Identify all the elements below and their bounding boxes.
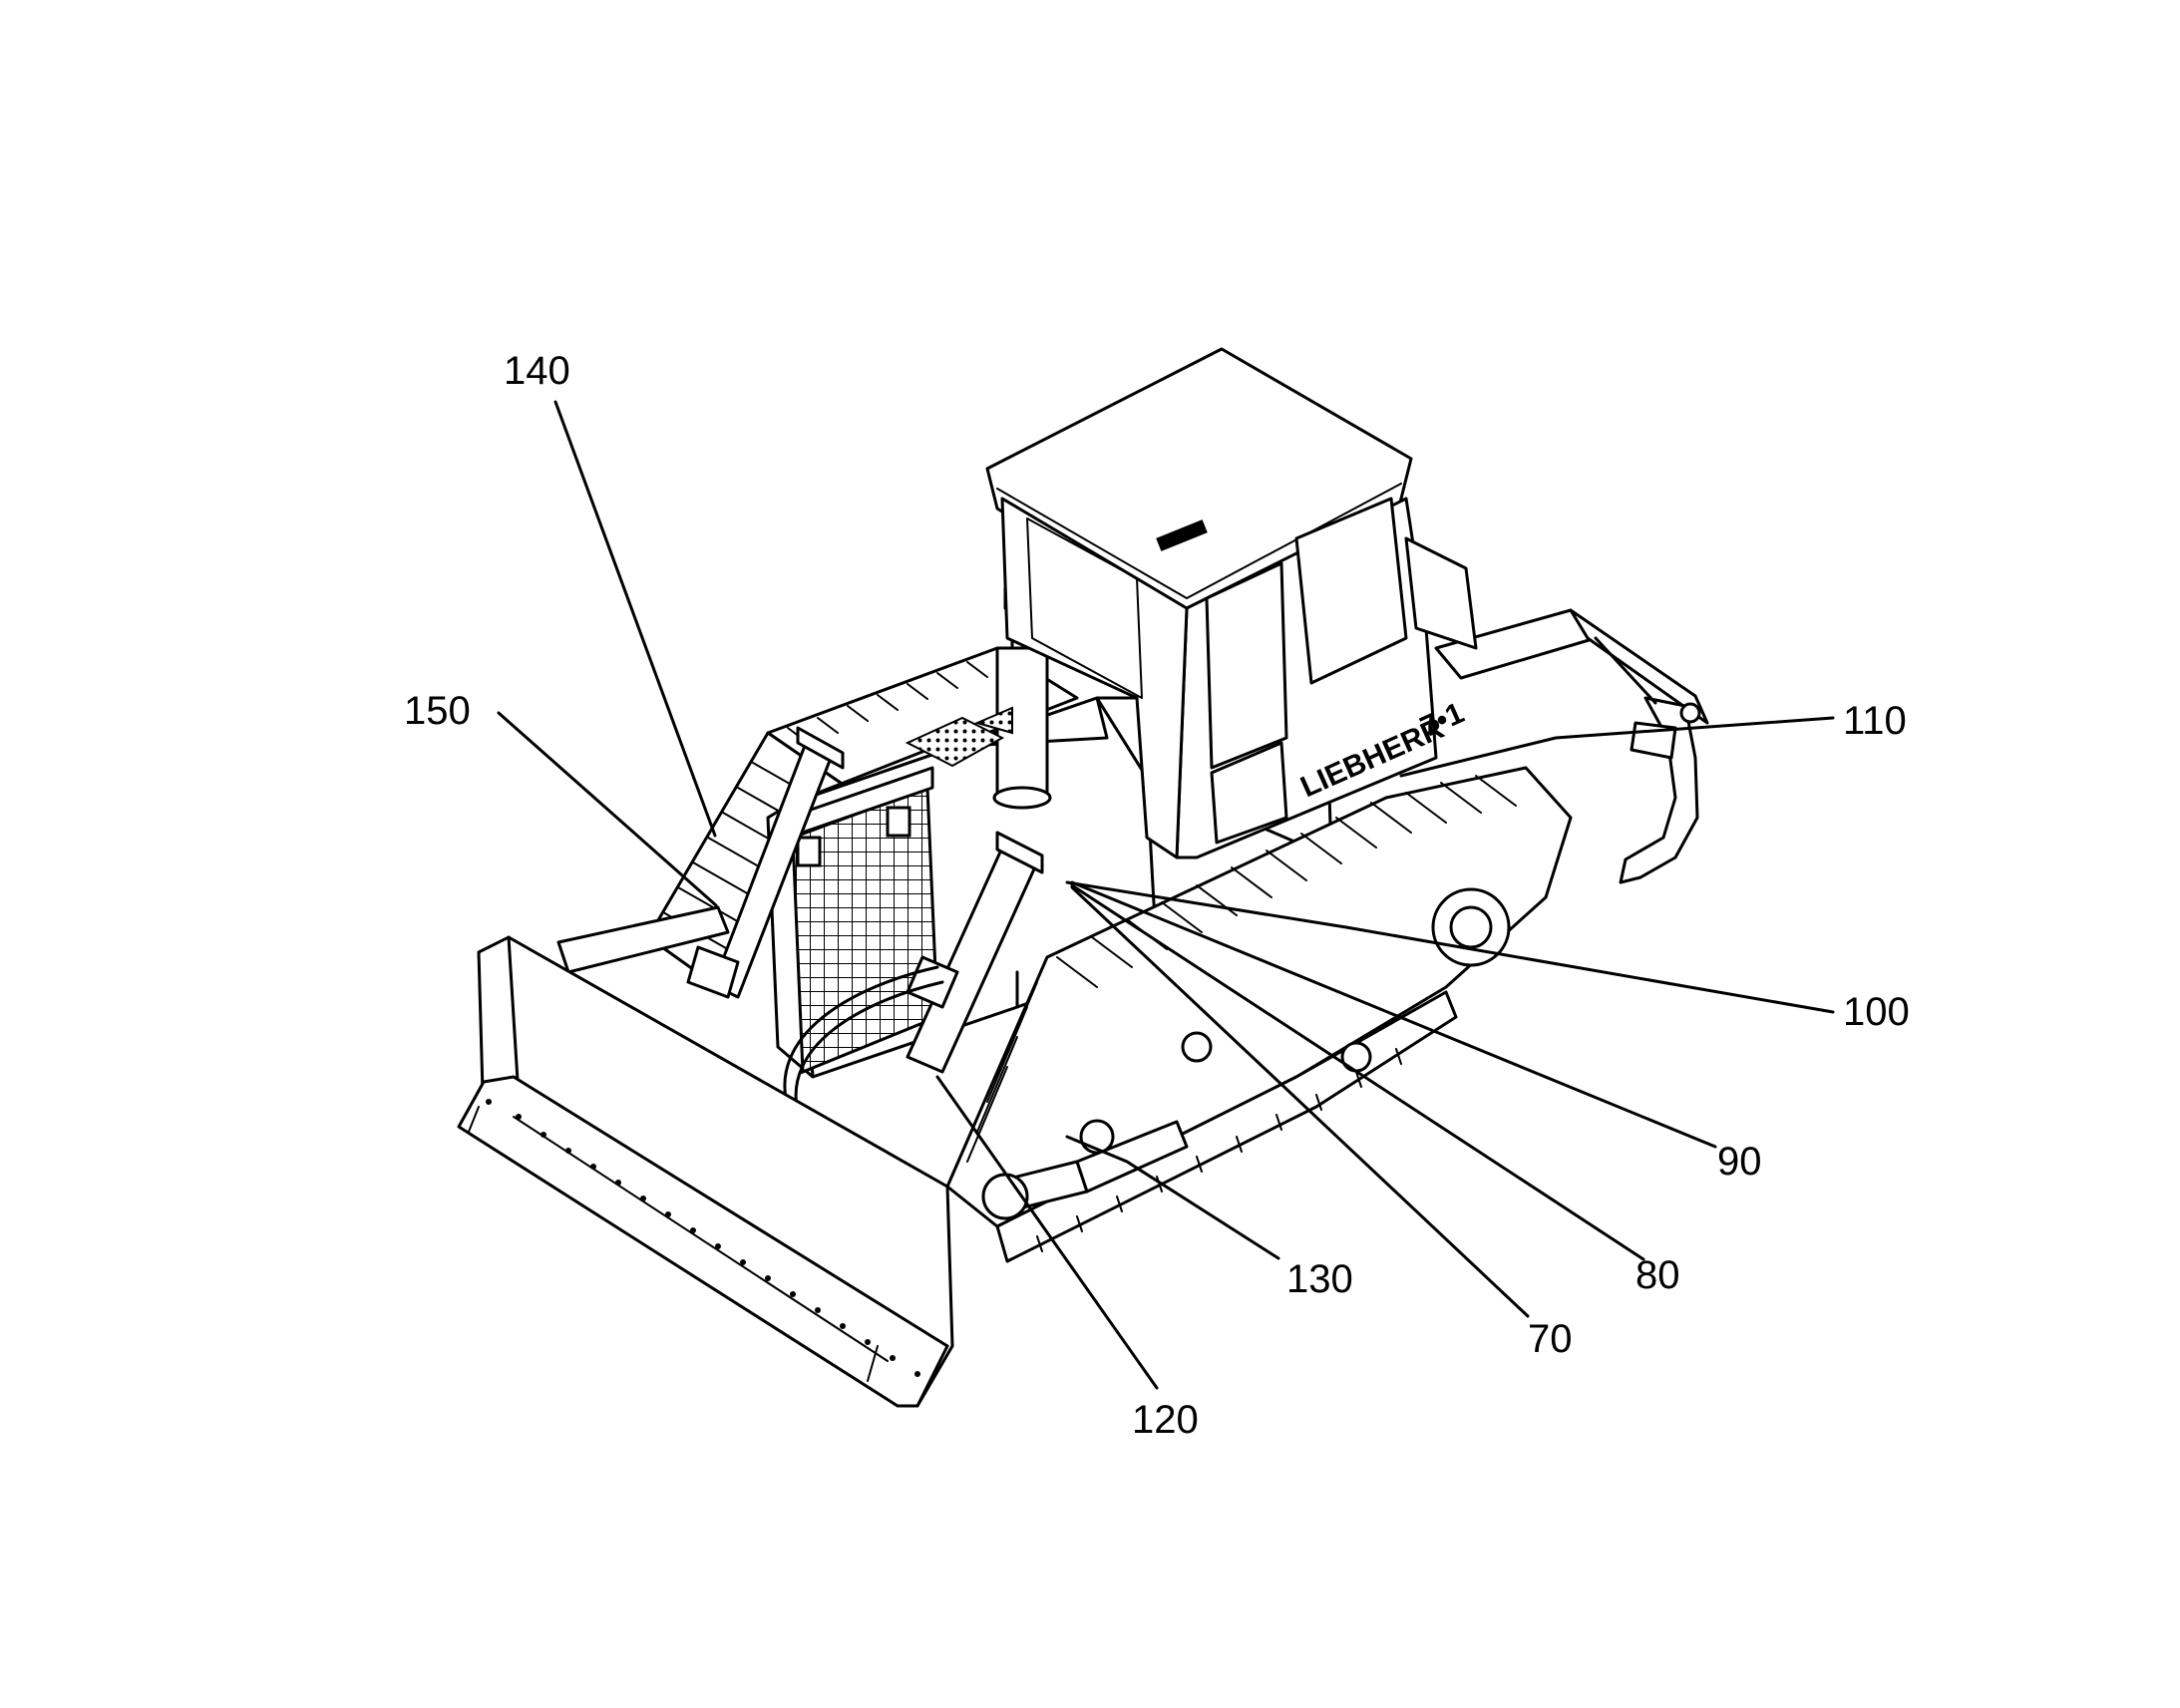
radiator-grille <box>786 766 939 1075</box>
hood-panel-left <box>905 716 1005 768</box>
operator-cab: LIEBHERR 7•1 <box>985 347 1478 859</box>
bulldozer-drawing: LIEBHERR 7•1 <box>457 347 1709 1408</box>
blade-bolts <box>486 1099 920 1377</box>
label-120: 120 <box>935 1075 1199 1442</box>
reference-labels: 140 150 110 100 90 80 70 130 <box>404 349 1910 1442</box>
lift-cylinders <box>686 726 1044 1074</box>
svg-text:90: 90 <box>1717 1140 1762 1184</box>
svg-text:150: 150 <box>404 689 471 733</box>
svg-text:130: 130 <box>1286 1257 1353 1301</box>
label-130: 130 <box>1065 1135 1353 1301</box>
dozer-blade <box>457 935 954 1408</box>
svg-text:120: 120 <box>1132 1398 1199 1442</box>
svg-text:140: 140 <box>504 349 570 393</box>
left-push-arm <box>556 905 730 974</box>
hood-panel-right <box>974 706 1013 735</box>
label-150: 150 <box>404 689 718 907</box>
svg-text:110: 110 <box>1843 699 1907 743</box>
label-100: 100 <box>1065 880 1910 1034</box>
hydraulic-hoses <box>783 965 944 1114</box>
svg-text:70: 70 <box>1528 1317 1573 1361</box>
label-140: 140 <box>504 349 717 838</box>
label-90: 90 <box>1070 880 1762 1184</box>
label-70: 70 <box>1070 885 1573 1361</box>
label-110: 110 <box>1399 699 1907 778</box>
svg-text:100: 100 <box>1843 990 1910 1034</box>
push-arm <box>981 1120 1189 1220</box>
label-80: 80 <box>1070 883 1680 1297</box>
